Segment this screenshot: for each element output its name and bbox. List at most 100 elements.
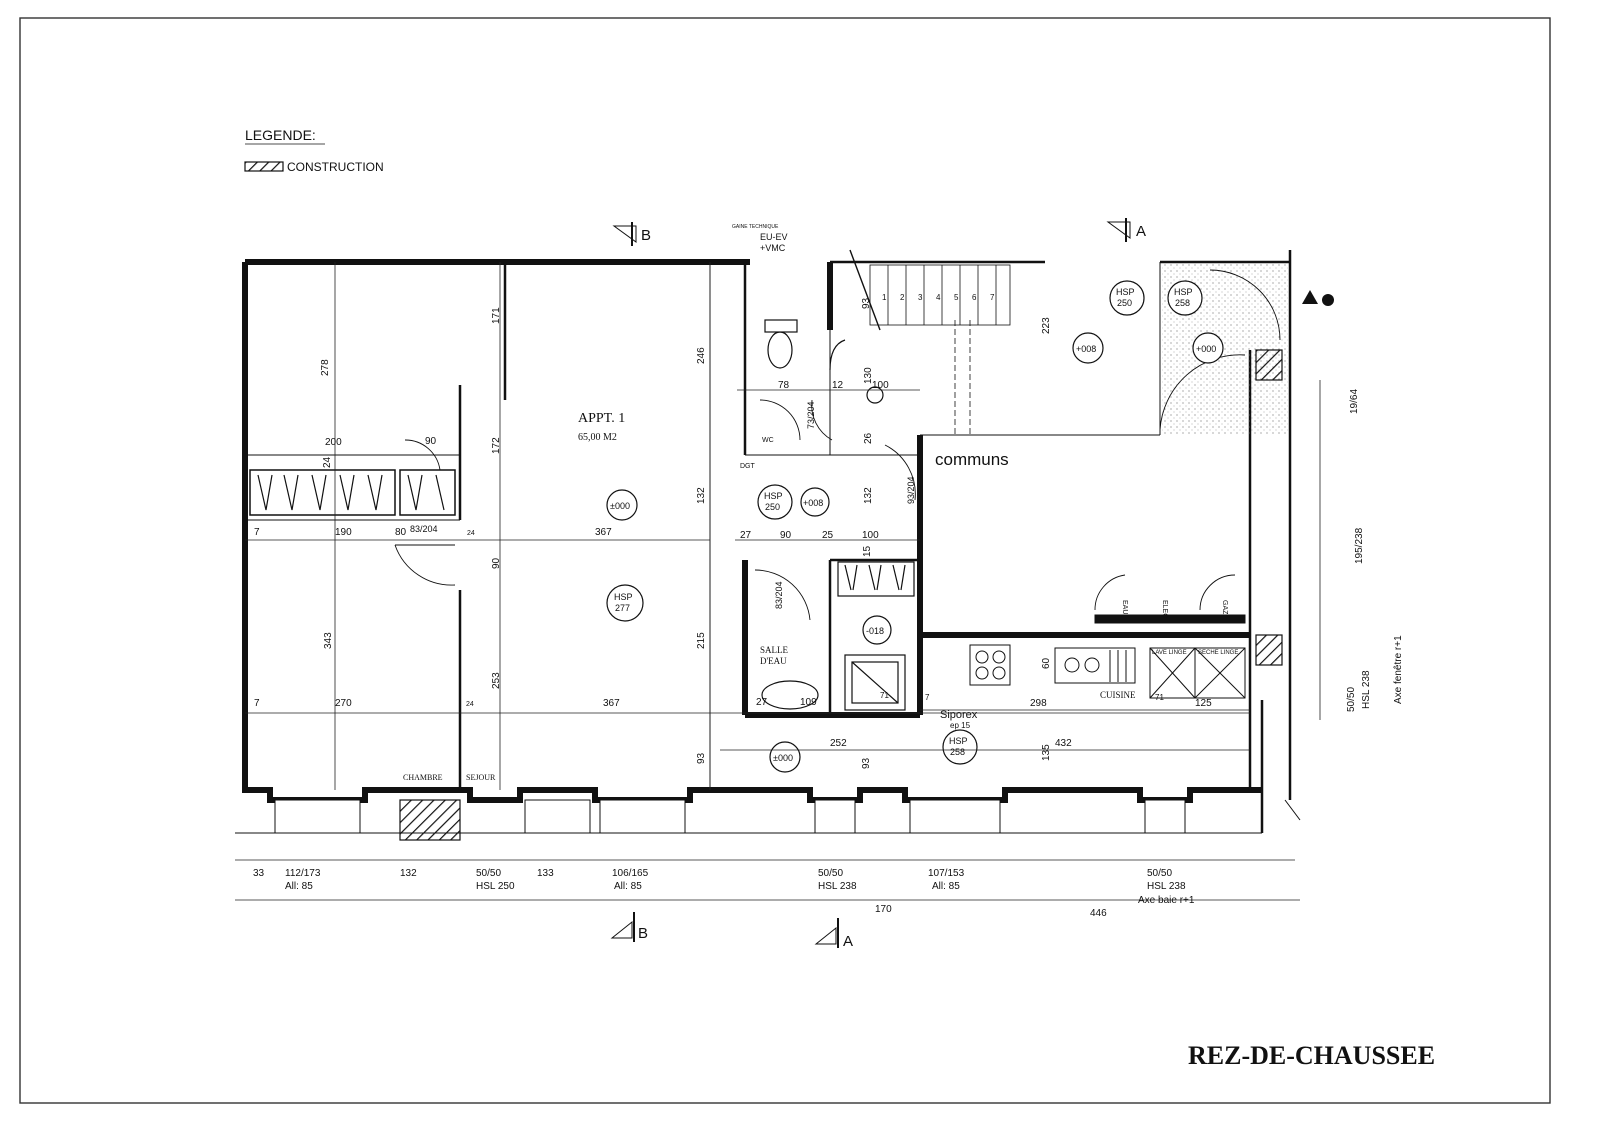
svg-text:252: 252 <box>830 738 847 749</box>
hsp-258-marker-b: HSP 258 <box>942 729 978 765</box>
bathroom-fixtures <box>761 319 906 711</box>
svg-text:200: 200 <box>325 437 342 448</box>
svg-text:SECHE LINGE: SECHE LINGE <box>1198 650 1238 656</box>
svg-text:HSP: HSP <box>764 491 783 501</box>
kitchen-units <box>969 614 1246 699</box>
svg-text:170: 170 <box>875 904 892 915</box>
svg-text:90: 90 <box>425 436 437 447</box>
hsp-277-marker: HSP 277 <box>606 584 644 622</box>
svg-text:432: 432 <box>1055 738 1072 749</box>
svg-text:±000: ±000 <box>610 501 630 511</box>
svg-text:190: 190 <box>335 527 352 538</box>
svg-text:83/204: 83/204 <box>774 581 784 609</box>
svg-text:7: 7 <box>254 698 260 709</box>
dimension-lines <box>235 262 1321 901</box>
svg-text:A: A <box>843 933 853 950</box>
svg-text:93: 93 <box>861 297 872 309</box>
svg-text:132: 132 <box>863 487 874 504</box>
svg-text:171: 171 <box>491 307 502 324</box>
svg-text:25: 25 <box>822 530 834 541</box>
svg-text:343: 343 <box>323 632 334 649</box>
svg-text:367: 367 <box>603 698 620 709</box>
svg-text:50/50: 50/50 <box>818 868 843 879</box>
svg-text:HSL 238: HSL 238 <box>1361 670 1372 709</box>
room-sejour: SEJOUR <box>466 773 496 782</box>
dgt-label: DGT <box>740 463 756 470</box>
room-chambre: CHAMBRE <box>403 773 443 782</box>
svg-text:2: 2 <box>900 293 905 302</box>
section-marker-b-bottom: B <box>610 912 648 942</box>
doors <box>394 269 1281 621</box>
svg-text:+008: +008 <box>803 498 823 508</box>
svg-text:50/50: 50/50 <box>1346 687 1357 712</box>
svg-text:90: 90 <box>491 557 502 569</box>
svg-text:24: 24 <box>467 530 475 537</box>
svg-text:27: 27 <box>740 530 752 541</box>
vmc-label: +VMC <box>760 243 786 253</box>
svg-text:73/204: 73/204 <box>806 401 816 429</box>
svg-text:12: 12 <box>832 380 844 391</box>
svg-text:250: 250 <box>1117 298 1132 308</box>
hsp-258-marker-a: HSP 258 <box>1167 280 1203 316</box>
facade-pillar-hatched <box>399 799 461 841</box>
svg-text:+000: +000 <box>1196 344 1216 354</box>
room-salle: SALLE <box>760 645 789 655</box>
svg-text:24: 24 <box>322 456 333 468</box>
svg-text:93: 93 <box>861 757 872 769</box>
staircase <box>829 249 1011 435</box>
hsp-250-marker-b: HSP 250 <box>1109 280 1145 316</box>
svg-text:50/50: 50/50 <box>476 868 501 879</box>
legend-title: LEGENDE: <box>245 127 316 143</box>
svg-text:HSP: HSP <box>949 736 968 746</box>
siporex-label: Siporex <box>940 709 978 721</box>
svg-text:All: 85: All: 85 <box>614 881 642 892</box>
svg-text:B: B <box>641 227 651 244</box>
svg-text:50/50: 50/50 <box>1147 868 1172 879</box>
svg-text:78: 78 <box>778 380 790 391</box>
svg-text:132: 132 <box>400 868 417 879</box>
legend-swatch <box>244 161 284 172</box>
svg-text:HSP: HSP <box>614 592 633 602</box>
svg-text:367: 367 <box>595 527 612 538</box>
svg-text:7: 7 <box>254 527 260 538</box>
siporex-sub: ep 15 <box>950 721 971 730</box>
svg-text:83/204: 83/204 <box>410 524 438 534</box>
svg-text:7: 7 <box>925 693 930 702</box>
svg-text:+008: +008 <box>1076 344 1096 354</box>
svg-text:B: B <box>638 925 648 942</box>
svg-text:26: 26 <box>863 432 874 444</box>
svg-text:27: 27 <box>756 697 768 708</box>
svg-text:125: 125 <box>1195 698 1212 709</box>
svg-text:71: 71 <box>1155 693 1164 702</box>
svg-text:93: 93 <box>696 752 707 764</box>
svg-text:250: 250 <box>765 502 780 512</box>
svg-text:3: 3 <box>918 293 923 302</box>
svg-text:278: 278 <box>320 359 331 376</box>
svg-text:HSP: HSP <box>1116 287 1135 297</box>
svg-text:195/238: 195/238 <box>1354 527 1365 564</box>
svg-text:Axe fenêtre r+1: Axe fenêtre r+1 <box>1393 635 1404 704</box>
svg-text:24: 24 <box>466 701 474 708</box>
bottom-dimension-labels: 33 112/173 All: 85 132 50/50 HSL 250 133… <box>253 868 1195 919</box>
svg-text:246: 246 <box>696 347 707 364</box>
svg-text:71: 71 <box>880 691 889 700</box>
svg-text:100: 100 <box>872 380 889 391</box>
appliance-labels: EAU ELEC GAZ LAVE LINGE SECHE LINGE <box>1121 600 1238 656</box>
svg-text:223: 223 <box>1041 317 1052 334</box>
svg-text:6: 6 <box>972 293 977 302</box>
svg-text:133: 133 <box>537 868 554 879</box>
svg-text:172: 172 <box>491 437 502 454</box>
svg-text:HSL 238: HSL 238 <box>1147 881 1186 892</box>
section-marker-a-top: A <box>1106 218 1146 242</box>
svg-text:446: 446 <box>1090 908 1107 919</box>
svg-text:132: 132 <box>696 487 707 504</box>
svg-text:EAU: EAU <box>1121 600 1128 614</box>
facade-windows <box>274 799 1186 841</box>
svg-text:135: 135 <box>1041 744 1052 761</box>
svg-text:1: 1 <box>882 293 887 302</box>
svg-text:258: 258 <box>1175 298 1190 308</box>
room-communs: communs <box>935 450 1009 469</box>
svg-text:19/64: 19/64 <box>1349 389 1360 414</box>
svg-text:All: 85: All: 85 <box>932 881 960 892</box>
svg-text:4: 4 <box>936 293 941 302</box>
